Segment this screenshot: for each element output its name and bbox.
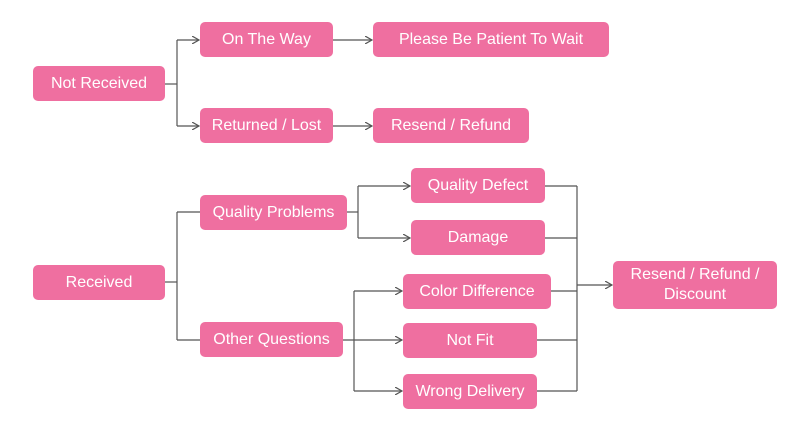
node-color-difference-label: Color Difference	[419, 282, 535, 300]
node-wrong-delivery-label: Wrong Delivery	[415, 382, 525, 400]
node-not-received-label: Not Received	[50, 74, 148, 92]
node-not-fit: Not Fit	[403, 323, 537, 358]
node-not-fit-label: Not Fit	[446, 331, 494, 349]
node-resend-refund-discount: Resend / Refund / Discount	[613, 261, 777, 309]
node-returned-lost-label: Returned / Lost	[211, 116, 322, 134]
node-other-questions-label: Other Questions	[213, 330, 330, 348]
node-returned-lost: Returned / Lost	[200, 108, 333, 143]
node-on-the-way: On The Way	[200, 22, 333, 57]
node-quality-defect-label: Quality Defect	[427, 176, 529, 194]
node-please-be-patient: Please Be Patient To Wait	[373, 22, 609, 57]
node-quality-problems-label: Quality Problems	[212, 203, 335, 221]
node-resend-refund: Resend / Refund	[373, 108, 529, 143]
node-on-the-way-label: On The Way	[222, 30, 311, 48]
node-damage: Damage	[411, 220, 545, 255]
node-received: Received	[33, 265, 165, 300]
node-quality-defect: Quality Defect	[411, 168, 545, 203]
node-resend-refund-discount-label: Resend / Refund / Discount	[630, 266, 760, 303]
node-resend-refund-label: Resend / Refund	[390, 116, 512, 134]
node-other-questions: Other Questions	[200, 322, 343, 357]
node-received-label: Received	[65, 273, 133, 291]
node-please-be-patient-label: Please Be Patient To Wait	[398, 30, 584, 48]
node-wrong-delivery: Wrong Delivery	[403, 374, 537, 409]
node-damage-label: Damage	[447, 228, 509, 246]
node-not-received: Not Received	[33, 66, 165, 101]
node-quality-problems: Quality Problems	[200, 195, 347, 230]
node-color-difference: Color Difference	[403, 274, 551, 309]
